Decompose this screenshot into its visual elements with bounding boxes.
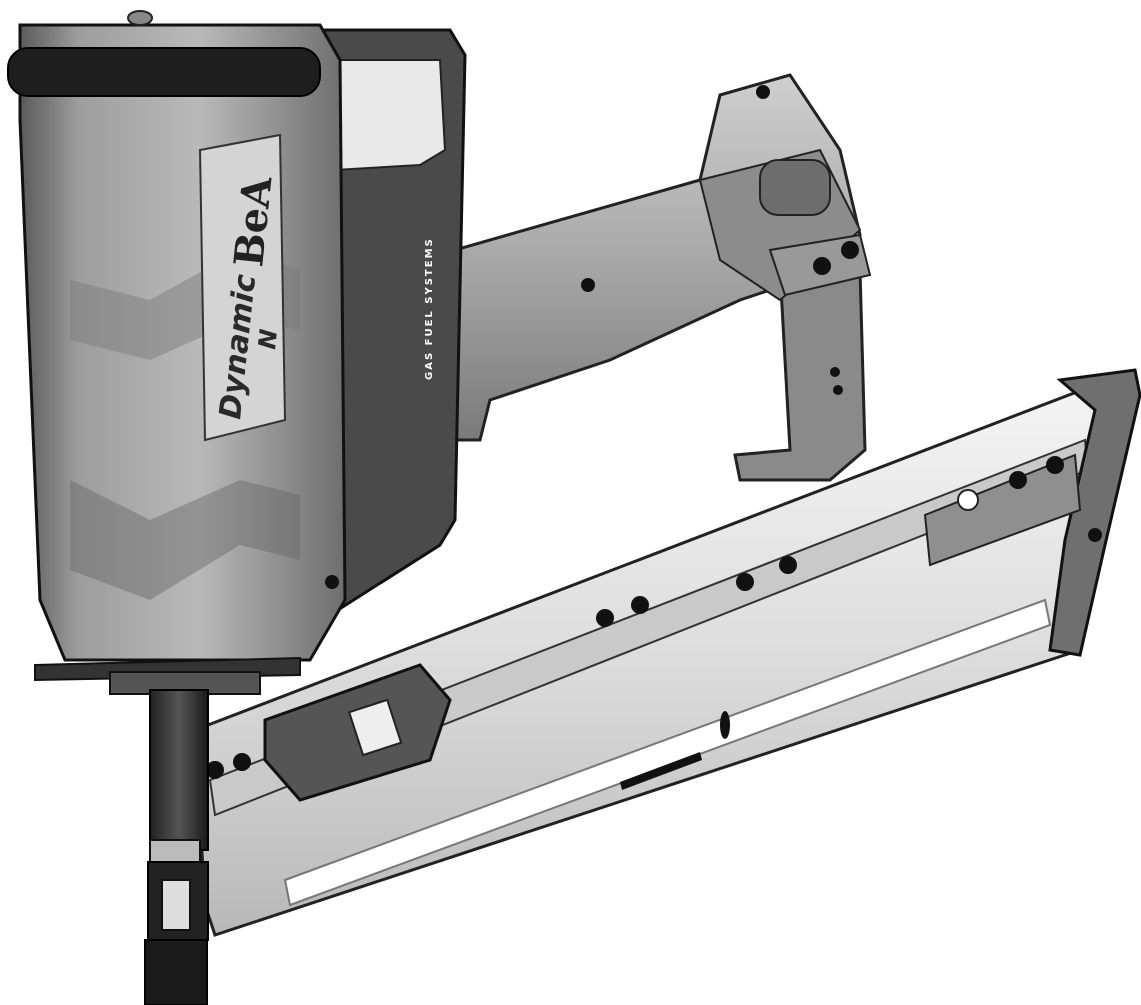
screw-icon — [325, 575, 339, 589]
screw-icon — [1088, 528, 1102, 542]
screw-icon — [206, 761, 224, 779]
screw-icon — [233, 753, 251, 771]
screw-icon — [631, 596, 649, 614]
main-housing: BeA Dynamic N — [7, 10, 347, 662]
side-label: GAS FUEL SYSTEMS — [424, 237, 435, 380]
screw-icon — [830, 367, 840, 377]
magazine — [193, 368, 1141, 937]
screw-icon — [779, 556, 797, 574]
screw-icon — [736, 573, 754, 591]
screw-icon — [581, 278, 595, 292]
handle — [418, 73, 872, 442]
brand-plate — [198, 133, 287, 442]
screw-icon — [1009, 471, 1027, 489]
screw-icon — [833, 385, 843, 395]
nose — [144, 689, 209, 1005]
rear-strut — [733, 268, 867, 482]
model-suffix-label: N — [253, 328, 283, 351]
screw-icon — [756, 85, 770, 99]
top-cap — [7, 47, 321, 97]
screw-icon — [596, 609, 614, 627]
screw-icon — [813, 257, 831, 275]
brand-label: BeA — [225, 173, 281, 269]
screw-icon — [1046, 456, 1064, 474]
base-plate — [34, 656, 301, 695]
screw-icon — [841, 241, 859, 259]
